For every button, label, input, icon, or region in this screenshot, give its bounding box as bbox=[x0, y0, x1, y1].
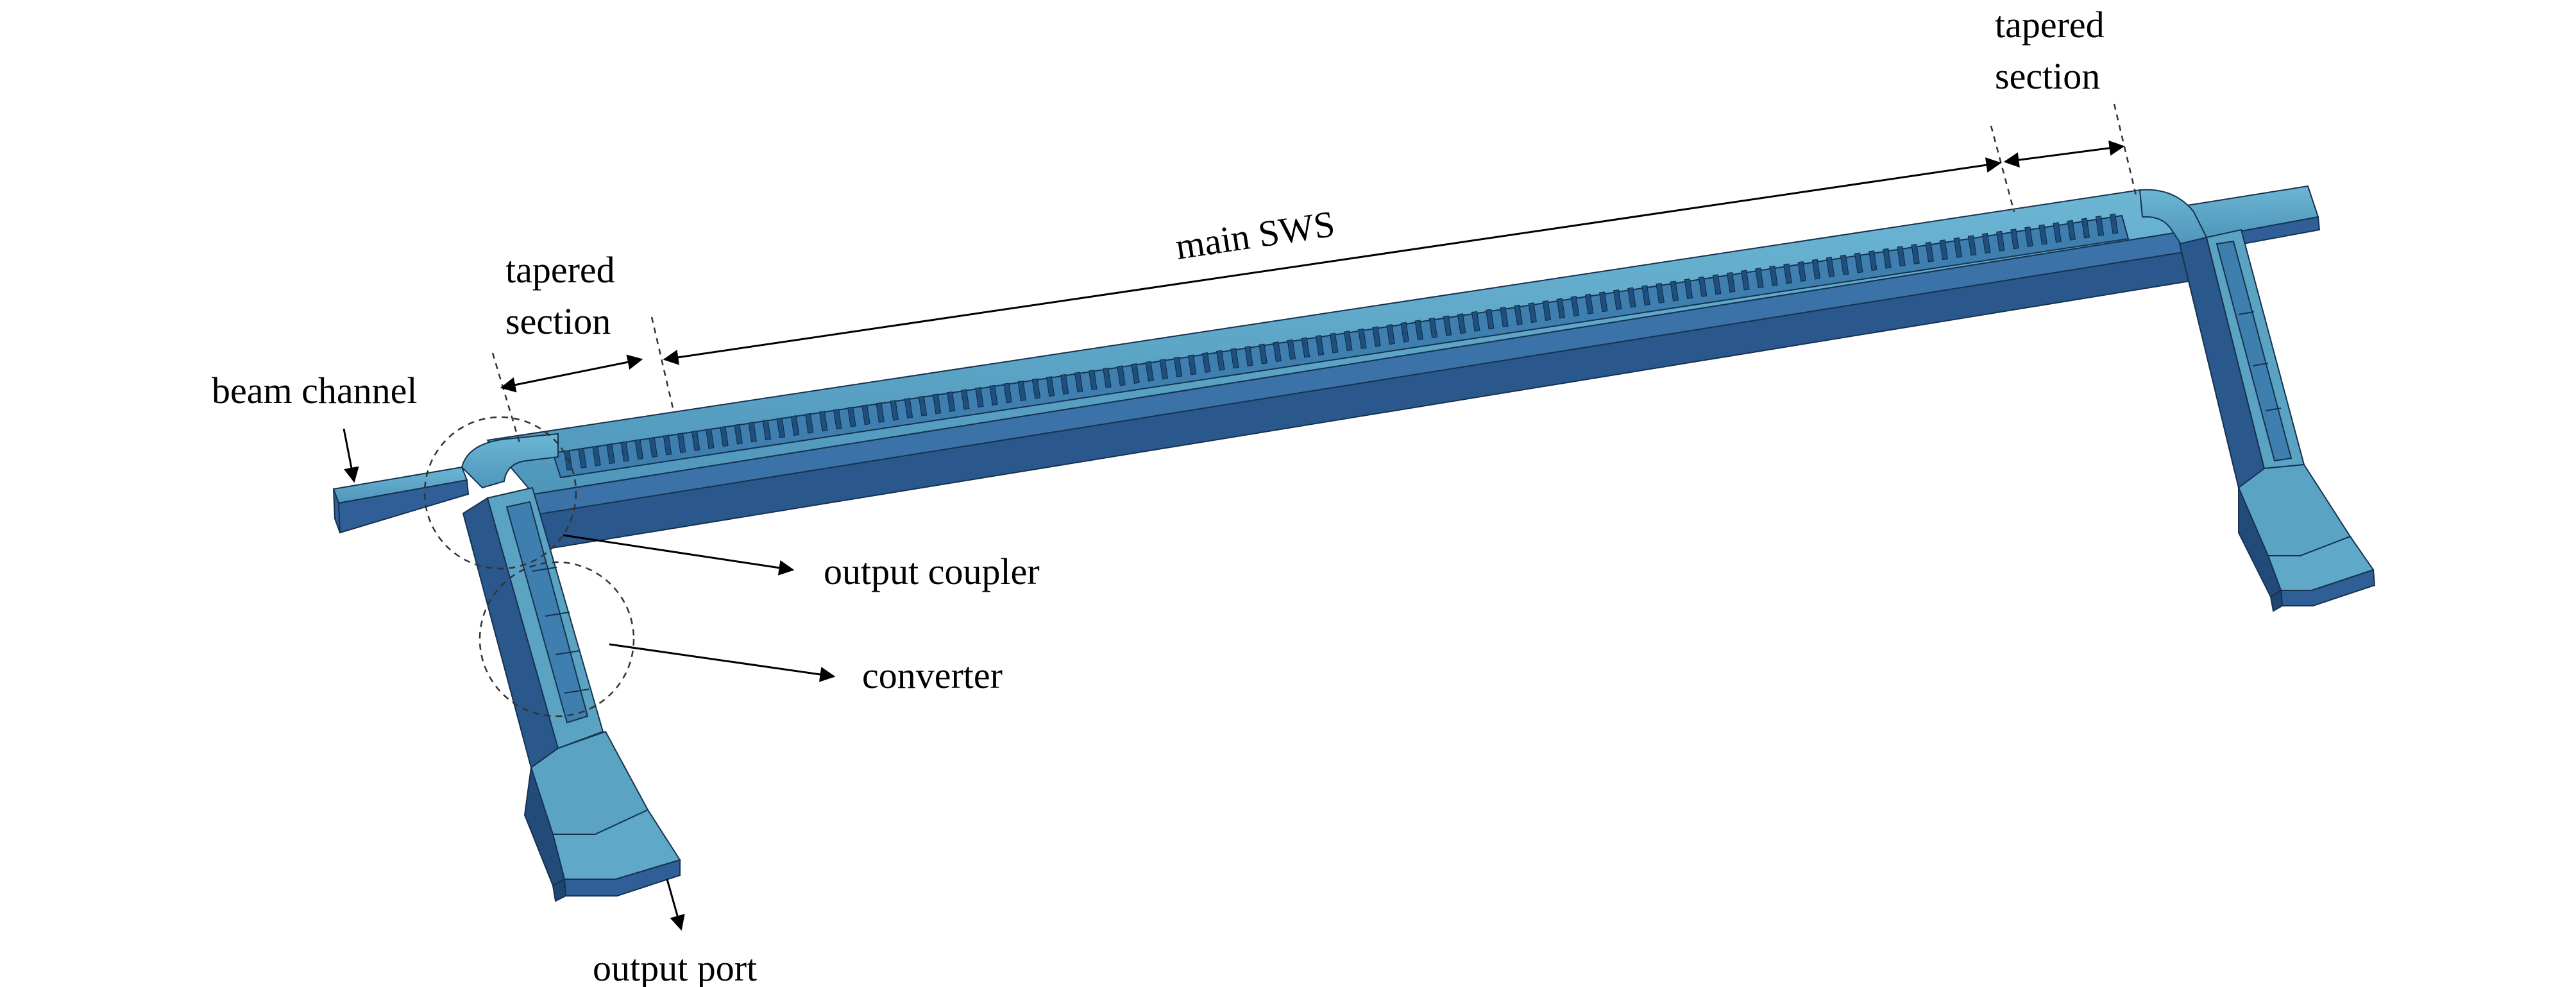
sws-vane bbox=[691, 430, 700, 451]
sws-vane bbox=[663, 434, 672, 456]
sws-vane bbox=[861, 404, 870, 425]
sws-vane bbox=[904, 398, 913, 419]
output-port-label: output port bbox=[593, 947, 757, 987]
sws-vane bbox=[1031, 378, 1041, 399]
sws-vane bbox=[2038, 224, 2047, 245]
sws-vane bbox=[606, 443, 615, 465]
sws-vane bbox=[648, 436, 658, 458]
labels: beam channel tapered section main SWS ta… bbox=[212, 4, 2105, 987]
beam-channel-label: beam channel bbox=[212, 370, 417, 411]
sws-vane bbox=[876, 402, 885, 423]
sws-vane bbox=[833, 409, 842, 430]
output-coupler-label: output coupler bbox=[824, 551, 1040, 592]
tapered-section-left-label-line2: section bbox=[505, 300, 611, 342]
sws-vane bbox=[734, 424, 743, 445]
dimension-marks bbox=[491, 103, 2137, 443]
sws-vane bbox=[592, 445, 601, 467]
converter-circle bbox=[479, 561, 635, 717]
sws-vane bbox=[918, 395, 928, 416]
sws-vane bbox=[2067, 219, 2076, 241]
sws-vane bbox=[1103, 367, 1112, 388]
sws-vane bbox=[975, 387, 984, 408]
left-bend-output-leg bbox=[461, 433, 681, 902]
sws-vane bbox=[1046, 376, 1055, 397]
output-coupler-circle bbox=[423, 416, 577, 570]
sws-vane bbox=[677, 433, 686, 454]
sws-vane bbox=[620, 441, 629, 462]
sws-vane bbox=[989, 384, 998, 406]
tapered-section-left-label-line1: tapered bbox=[505, 249, 615, 291]
sws-vane bbox=[2053, 222, 2062, 243]
sws-vane bbox=[634, 439, 644, 460]
sws-vane bbox=[1003, 382, 1012, 404]
sws-vane bbox=[961, 389, 970, 410]
sws-vane bbox=[818, 411, 828, 432]
sws-vane bbox=[720, 426, 729, 447]
sws-vane bbox=[804, 413, 814, 434]
sws-vane bbox=[1074, 372, 1083, 393]
tapered-section-right-label-line1: tapered bbox=[1995, 4, 2105, 46]
sws-vane bbox=[790, 415, 800, 436]
sws-vane bbox=[2109, 213, 2119, 234]
main-sws-tube bbox=[486, 189, 2191, 552]
sws-vane bbox=[762, 419, 772, 440]
sws-vane bbox=[946, 391, 956, 412]
sws-vane bbox=[2010, 228, 2019, 250]
sws-vane bbox=[1060, 373, 1069, 395]
converter-label: converter bbox=[862, 655, 1003, 696]
sws-vane bbox=[2081, 218, 2090, 239]
sws-vane bbox=[578, 447, 587, 468]
sws-vane bbox=[890, 400, 899, 421]
sws-vane bbox=[1089, 370, 1097, 391]
sws-vane bbox=[932, 393, 942, 415]
sws-vane bbox=[1117, 365, 1126, 386]
sws-vane bbox=[1017, 381, 1026, 402]
sws-vane bbox=[2095, 216, 2105, 237]
sws-vane bbox=[847, 406, 856, 427]
right-bend-output-leg bbox=[2139, 189, 2376, 612]
leader-arrows bbox=[343, 428, 836, 931]
sws-vane bbox=[776, 417, 786, 438]
main-sws-label: main SWS bbox=[1173, 203, 1337, 268]
sws-vane bbox=[2024, 226, 2033, 247]
tapered-section-right-label-line2: section bbox=[1995, 55, 2100, 97]
sws-vane bbox=[706, 428, 715, 449]
sws-vane bbox=[748, 422, 757, 443]
